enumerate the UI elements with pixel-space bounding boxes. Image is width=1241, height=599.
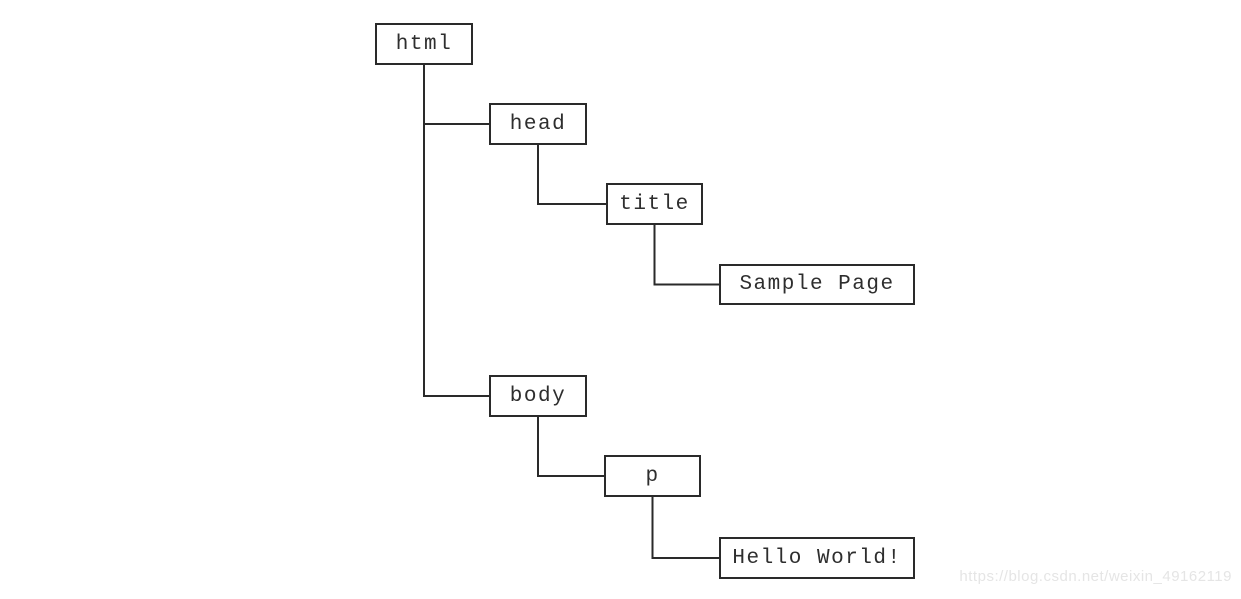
node-head: head <box>489 103 587 145</box>
edge-title-sample-page <box>653 225 719 286</box>
edge-html-head <box>423 65 489 125</box>
node-hello-world: Hello World! <box>719 537 915 579</box>
watermark: https://blog.csdn.net/weixin_49162119 <box>959 568 1232 585</box>
node-title: title <box>606 183 703 225</box>
edge-head-title <box>537 145 606 205</box>
node-sample-page: Sample Page <box>719 264 915 305</box>
edge-body-p <box>537 417 604 477</box>
node-html: html <box>375 23 473 65</box>
node-body: body <box>489 375 587 417</box>
edge-html-body <box>423 65 489 397</box>
edge-p-hello-world <box>651 497 719 559</box>
node-p: p <box>604 455 701 497</box>
